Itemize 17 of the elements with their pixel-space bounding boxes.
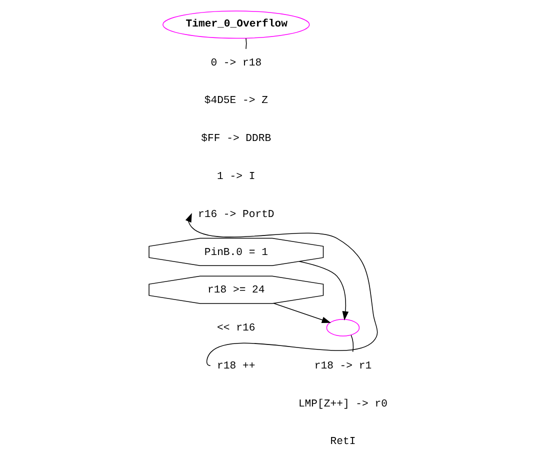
node-text: << r16 <box>216 322 255 334</box>
node-text: r18 ++ <box>216 360 255 372</box>
node-text: 1 -> I <box>216 170 255 183</box>
arrow <box>272 302 330 323</box>
node-text: 0 -> r18 <box>210 57 262 70</box>
node-text: $FF -> DDRB <box>200 133 271 146</box>
connector <box>245 38 246 50</box>
arrow <box>298 261 348 320</box>
connector <box>350 334 354 352</box>
arrow <box>184 213 378 366</box>
node-text: $4D5E -> Z <box>204 95 268 108</box>
node-text: r18 -> r1 <box>314 360 372 372</box>
node-text: RetI <box>330 436 356 448</box>
node-circle <box>326 318 360 336</box>
node-ellipse: Timer_0_Overflow <box>162 10 310 39</box>
node-text: LMP[Z++] -> r0 <box>298 398 387 410</box>
node-text: r16 -> PortD <box>198 208 274 221</box>
